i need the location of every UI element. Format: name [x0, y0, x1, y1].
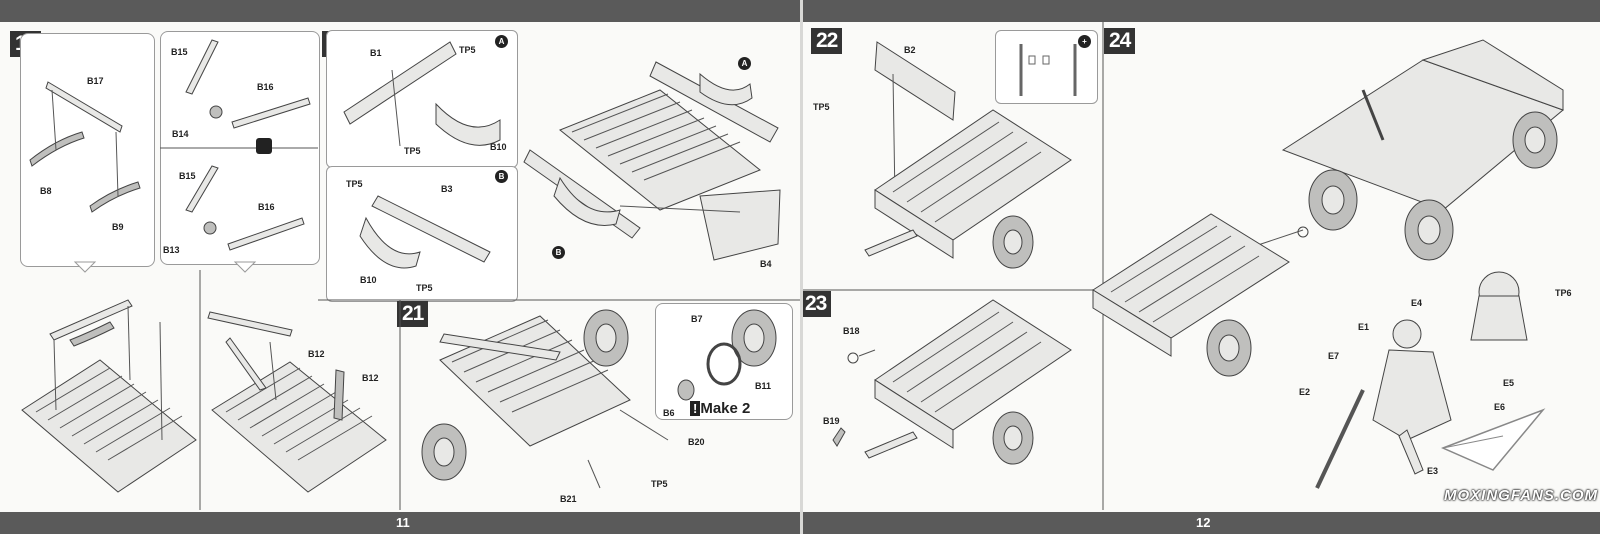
callout-e3: E3 [1427, 466, 1439, 476]
callout-b17: B17 [87, 76, 104, 86]
callout-b8: B8 [40, 186, 52, 196]
callout-e5: E5 [1503, 378, 1515, 388]
page-number-left: 11 [396, 515, 410, 530]
callout-b15-top: B15 [171, 47, 188, 57]
callout-b7: B7 [691, 314, 703, 324]
step-19-drawing [21, 39, 387, 510]
callout-b10-b: B10 [360, 275, 377, 285]
top-band [0, 0, 800, 22]
page-number-right: 12 [1196, 515, 1211, 530]
callout-b2: B2 [904, 45, 916, 55]
callout-b3: B3 [441, 184, 453, 194]
top-band-right [803, 0, 1600, 22]
step-22-drawing [803, 22, 1104, 510]
callout-b6: B6 [663, 408, 675, 418]
step-23-drawing [832, 299, 1072, 465]
right-page: 12 22 + B2 TP5 23 [800, 0, 1600, 534]
callout-e1: E1 [1358, 322, 1370, 332]
step-19-detail-box-1 [20, 33, 155, 267]
callout-b12-upper: B12 [308, 349, 325, 359]
callout-b19: B19 [823, 416, 840, 426]
callout-e7: E7 [1328, 351, 1340, 361]
bottom-band [0, 512, 800, 534]
frame-19-left [21, 299, 197, 493]
step-21-badge: 21 [397, 301, 429, 327]
callout-b10-a: B10 [490, 142, 507, 152]
callout-b12-lower: B12 [362, 373, 379, 383]
callout-b14: B14 [172, 129, 189, 139]
callout-b11: B11 [755, 381, 772, 391]
callout-tp5-21: TP5 [651, 479, 668, 489]
callout-b20: B20 [688, 437, 705, 447]
step-24-drawing [1092, 39, 1564, 489]
callout-b1: B1 [370, 48, 382, 58]
callout-e6: E6 [1494, 402, 1506, 412]
exclamation-icon: ! [690, 401, 701, 416]
step-22-badge: 22 [811, 28, 843, 54]
callout-b4: B4 [760, 259, 772, 269]
callout-e2: E2 [1299, 387, 1311, 397]
marker-a-main: A [738, 57, 751, 70]
watermark: MOXINGFANS.COM [1443, 487, 1598, 504]
step-20-drawing [343, 41, 781, 269]
marker-b-detail: B [495, 170, 508, 183]
callout-tp6: TP6 [1555, 288, 1572, 298]
step-24-badge: 24 [1104, 28, 1136, 54]
callout-b15-bottom: B15 [179, 171, 196, 181]
bottom-band-right [803, 512, 1600, 534]
make-2-note: !Make 2 [690, 400, 750, 417]
marker-a-detail: A [495, 35, 508, 48]
gutter [800, 0, 803, 534]
callout-e4: E4 [1411, 298, 1423, 308]
step-23-badge: 23 [800, 291, 832, 317]
callout-b13: B13 [163, 245, 180, 255]
callout-b16-bottom: B16 [258, 202, 275, 212]
zoom-icon: + [1078, 35, 1091, 48]
left-page: 11 19 [0, 0, 800, 534]
callout-tp5-22: TP5 [813, 102, 830, 112]
marker-b-main: B [552, 246, 565, 259]
callout-b21: B21 [560, 494, 577, 504]
callout-tp5-20b-top: TP5 [346, 179, 363, 189]
callout-tp5-20a-bottom: TP5 [404, 146, 421, 156]
step-21-drawing [318, 299, 800, 510]
callout-tp5-20a-top: TP5 [459, 45, 476, 55]
callout-b18: B18 [843, 326, 860, 336]
callout-b16-top: B16 [257, 82, 274, 92]
frame-19-right [207, 311, 387, 493]
callout-tp5-20b-bottom: TP5 [416, 283, 433, 293]
step-20-detail-b [326, 166, 518, 302]
callout-b9: B9 [112, 222, 124, 232]
